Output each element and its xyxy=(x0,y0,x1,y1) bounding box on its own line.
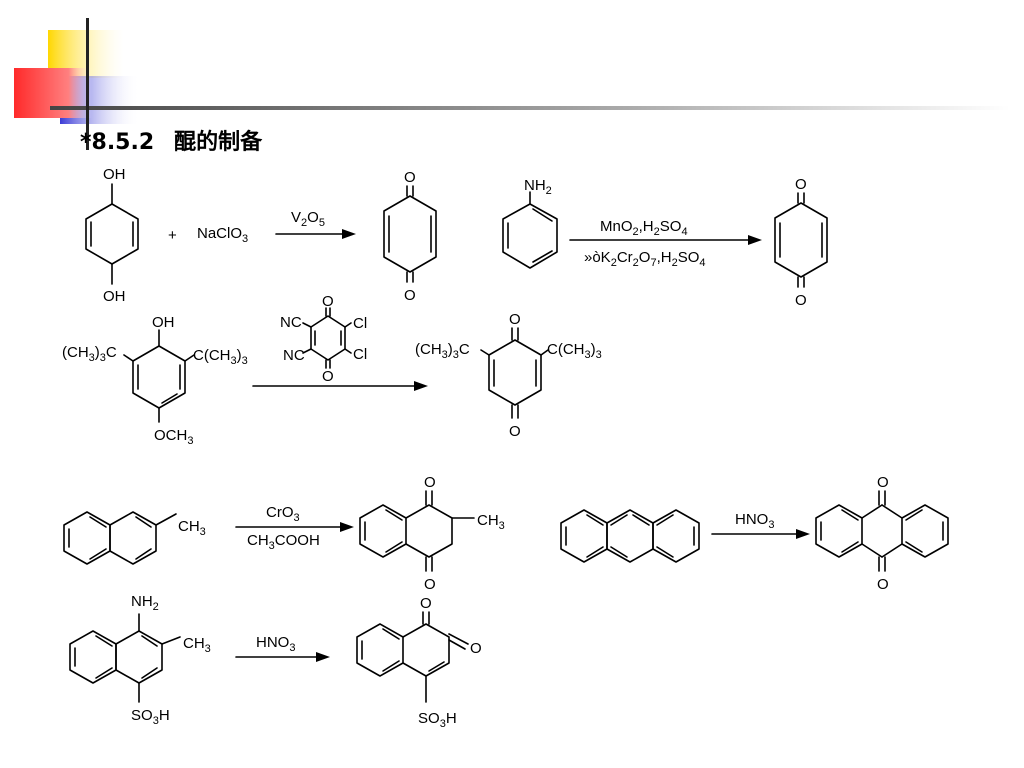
svg-text:NaClO3: NaClO3 xyxy=(197,225,248,245)
reagent-naclo3: NaClO xyxy=(197,225,242,242)
header-vertical-line xyxy=(86,18,89,150)
prod6-o-right: O xyxy=(470,640,482,657)
svg-text:CH3: CH3 xyxy=(183,635,211,655)
reaction-arrow-3 xyxy=(252,381,428,391)
svg-text:CH3: CH3 xyxy=(477,512,505,532)
benzoquinone-product-2: O O xyxy=(774,176,828,309)
hydroquinone-structure: OH OH xyxy=(85,166,139,305)
ddq-cl-2: Cl xyxy=(353,346,367,363)
quinone2-o-bottom: O xyxy=(795,292,807,309)
hindered-phenol-structure: OH (CH3)3C C(CH3)3 OCH3 xyxy=(62,314,248,447)
phenol-och3: OCH xyxy=(154,427,187,444)
prod3-tbu-right: C(CH xyxy=(547,341,585,358)
reaction-arrow-4 xyxy=(235,522,354,532)
hydroquinone-oh-bottom: OH xyxy=(103,288,126,305)
condition-cro3: CrO xyxy=(266,504,294,521)
prod3-o-bottom: O xyxy=(509,423,521,440)
svg-text:(CH3)3C: (CH3)3C xyxy=(415,341,470,361)
ddq-nc-1: NC xyxy=(280,314,302,331)
section-title: 醌的制备 xyxy=(174,130,263,155)
condition-v2o5: V xyxy=(291,209,301,226)
ddq-o-bottom: O xyxy=(322,368,334,385)
svg-text:HNO3: HNO3 xyxy=(735,511,774,531)
ddq-nc-2: NC xyxy=(283,347,305,364)
prod4-ch3: CH xyxy=(477,512,499,529)
condition-mno2-h2so4: MnO xyxy=(600,218,633,235)
svg-text:CrO3: CrO3 xyxy=(266,504,300,524)
aniline-structure: NH2 xyxy=(502,177,558,269)
section-number: *8.5.2 xyxy=(80,130,155,155)
methylnaphthalene-structure: CH3 xyxy=(63,511,206,565)
reactant6-ch3: CH xyxy=(183,635,205,652)
hydroquinone-oh-top: OH xyxy=(103,166,126,183)
ddq-structure: O O NC NC Cl Cl xyxy=(280,293,367,385)
plus-sign: + xyxy=(168,227,177,244)
anthraquinone-product: O O xyxy=(815,474,949,593)
svg-text:CH3COOH: CH3COOH xyxy=(247,532,320,552)
svg-text:OCH3: OCH3 xyxy=(154,427,193,447)
aminonaphthalene-sulfonic-acid-structure: NH2 CH3 SO3H xyxy=(69,593,211,727)
svg-text:MnO2,H2SO4: MnO2,H2SO4 xyxy=(600,218,688,238)
anthraquinone-o-bottom: O xyxy=(877,576,889,593)
reactant6-so3h: SO xyxy=(131,707,153,724)
methylnaphthalene-ch3: CH xyxy=(178,518,200,535)
condition-k2cr2o7-h2so4: »òK xyxy=(584,249,611,266)
reaction-arrow-2 xyxy=(569,235,762,245)
condition-ch3cooh: CH xyxy=(247,532,269,549)
svg-text:SO3H: SO3H xyxy=(418,710,457,730)
svg-text:(CH3)3C: (CH3)3C xyxy=(62,344,117,364)
prod4-o-bottom: O xyxy=(424,576,436,593)
condition-hno3-6: HNO xyxy=(256,634,289,651)
tetralone-dione-product: O O CH3 xyxy=(359,474,505,593)
ddq-o-top: O xyxy=(322,293,334,310)
di-tbu-quinone-product: O O (CH3)3C C(CH3)3 xyxy=(415,311,602,440)
svg-text:C(CH3)3: C(CH3)3 xyxy=(193,347,248,367)
reaction-arrow-6 xyxy=(235,652,330,662)
svg-text:NH2: NH2 xyxy=(131,593,159,613)
quinone-o-top: O xyxy=(404,169,416,186)
svg-text:V2O5: V2O5 xyxy=(291,209,325,229)
reactant6-nh2: NH xyxy=(131,593,153,610)
svg-text:CH3: CH3 xyxy=(178,518,206,538)
reaction-arrow-5 xyxy=(711,529,810,539)
svg-text:HNO3: HNO3 xyxy=(256,634,295,654)
naphthoquinone-sulfonic-acid-product: O O SO3H xyxy=(356,595,482,730)
benzoquinone-product-1: O O xyxy=(383,169,437,304)
svg-text:»òK2Cr2O7,H2SO4: »òK2Cr2O7,H2SO4 xyxy=(584,249,706,269)
svg-text:C(CH3)3: C(CH3)3 xyxy=(547,341,602,361)
svg-text:SO3H: SO3H xyxy=(131,707,170,727)
prod3-o-top: O xyxy=(509,311,521,328)
slide-header-decoration xyxy=(14,18,1010,150)
phenol-tbu-right: C(CH xyxy=(193,347,231,364)
phenol-tbu-left: (CH xyxy=(62,344,89,361)
prod6-o-top: O xyxy=(420,595,432,612)
condition-hno3-5: HNO xyxy=(735,511,768,528)
header-rule xyxy=(50,106,1010,110)
prod3-tbu-left: (CH xyxy=(415,341,442,358)
quinone-o-bottom: O xyxy=(404,287,416,304)
ddq-cl-1: Cl xyxy=(353,315,367,332)
reaction-arrow-1 xyxy=(275,229,356,239)
anthraquinone-o-top: O xyxy=(877,474,889,491)
prod6-so3h: SO xyxy=(418,710,440,727)
anthracene-structure xyxy=(560,509,700,563)
phenol-oh: OH xyxy=(152,314,175,331)
svg-text:NH2: NH2 xyxy=(524,177,552,197)
quinone2-o-top: O xyxy=(795,176,807,193)
prod4-o-top: O xyxy=(424,474,436,491)
aniline-nh2: NH xyxy=(524,177,546,194)
page-title: *8.5.2 醌的制备 xyxy=(80,124,262,156)
